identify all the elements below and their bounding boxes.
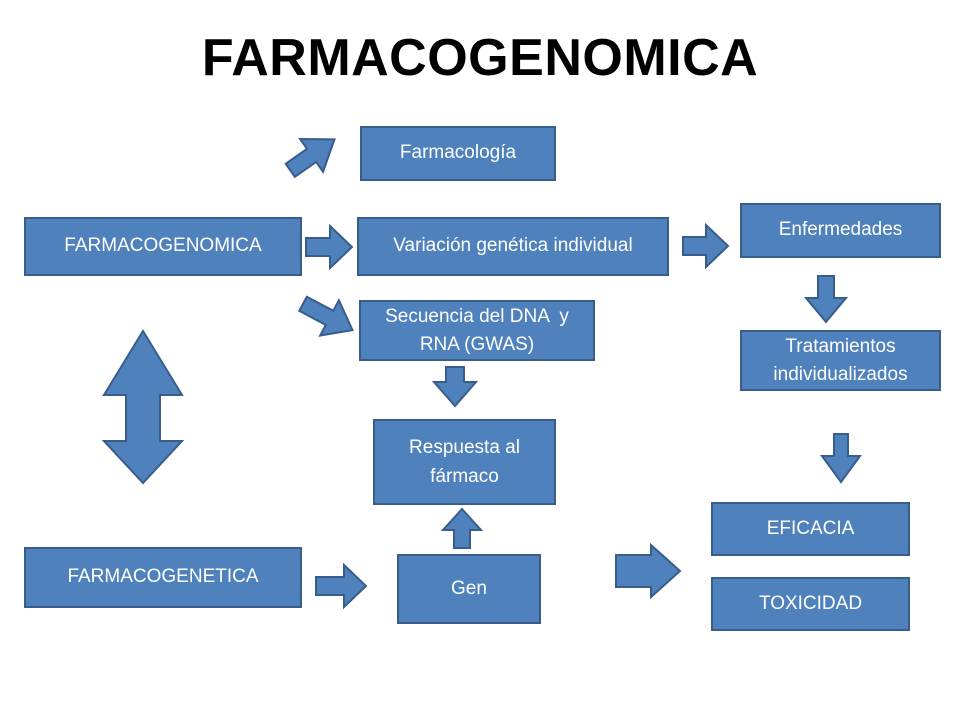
- arrow-right-variacion: [305, 223, 354, 271]
- box-enfermedades: Enfermedades: [740, 203, 941, 258]
- box-secuencia-line2: RNA (GWAS): [419, 333, 535, 355]
- arrow-down-right: [297, 295, 354, 337]
- arrow-right-outcomes: [615, 542, 682, 600]
- arrow-up-respuesta: [440, 507, 484, 549]
- arrow-right-enfermedades: [682, 222, 730, 270]
- box-variacion-genetica: Variación genética individual: [357, 217, 669, 276]
- box-toxicidad: TOXICIDAD: [711, 577, 910, 631]
- box-eficacia-label: EFICACIA: [766, 517, 855, 539]
- arrow-down-respuesta: [431, 366, 479, 408]
- box-farmacologia: Farmacología: [360, 126, 556, 181]
- double-arrow-vertical: [101, 329, 185, 485]
- box-tratamientos-line1: Tratamientos: [785, 335, 896, 357]
- box-secuencia: Secuencia del DNA y RNA (GWAS): [359, 300, 595, 361]
- box-enfermedades-label: Enfermedades: [778, 219, 903, 241]
- box-respuesta-line1: Respuesta al: [409, 436, 520, 458]
- box-farmacogenetica: FARMACOGENETICA: [24, 547, 302, 608]
- box-gen-label: Gen: [451, 577, 487, 599]
- box-farmacogenetica-label: FARMACOGENETICA: [67, 566, 259, 588]
- box-respuesta-line2: fármaco: [430, 466, 499, 487]
- arrow-down-tratamientos: [803, 275, 849, 324]
- box-secuencia-line1: Secuencia del DNA y: [385, 305, 569, 327]
- box-farmacogenomica: FARMACOGENOMICA: [24, 217, 302, 276]
- box-eficacia: EFICACIA: [711, 502, 910, 556]
- arrow-right-gen: [315, 562, 368, 610]
- box-tratamientos-line2: individualizados: [773, 363, 908, 385]
- arrow-up-right: [284, 138, 336, 179]
- box-tratamientos: Tratamientos individualizados: [740, 330, 941, 391]
- arrow-down-eficacia: [820, 433, 862, 484]
- box-respuesta: Respuesta al fármaco: [373, 419, 556, 505]
- box-farmacogenomica-label: FARMACOGENOMICA: [64, 235, 262, 257]
- box-farmacologia-label: Farmacología: [399, 142, 517, 164]
- box-gen: Gen: [397, 554, 541, 624]
- box-variacion-label: Variación genética individual: [393, 235, 633, 257]
- box-toxicidad-label: TOXICIDAD: [758, 592, 863, 614]
- page-title: FARMACOGENOMICA: [201, 29, 759, 87]
